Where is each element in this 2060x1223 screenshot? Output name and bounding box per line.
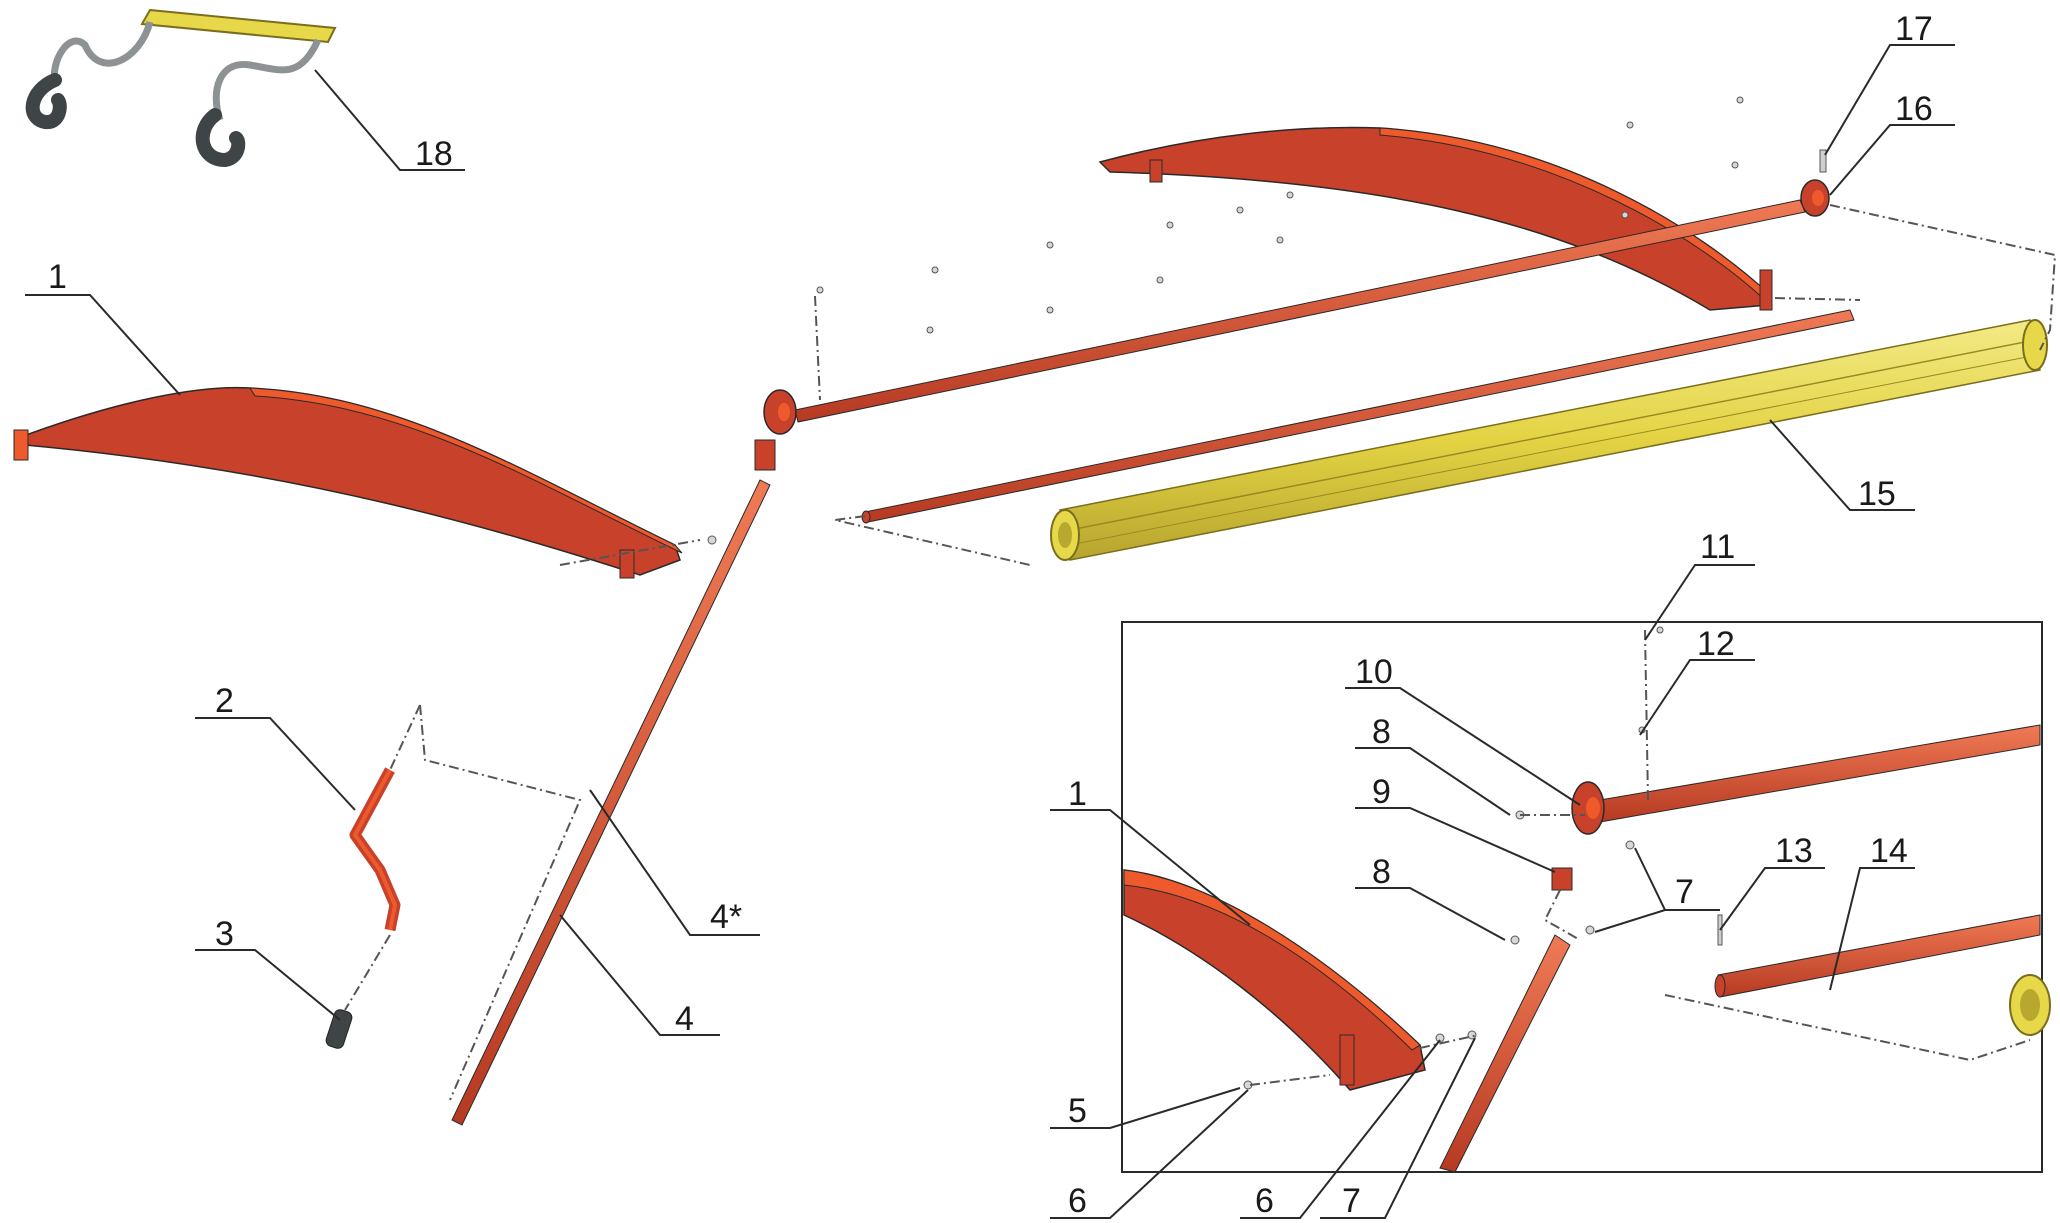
callout-5: 5 [1068,1092,1087,1130]
callout-1-inset: 1 [1068,775,1087,813]
part-18-hook-bracket [25,8,337,168]
rod-lower [861,309,1855,524]
callout-2: 2 [215,682,234,720]
part-17-bolt [1819,149,1827,173]
callout-7-lower: 7 [1342,1182,1361,1220]
part-4-crank-rod [451,439,776,1126]
callout-12: 12 [1697,625,1735,663]
callout-7-upper: 7 [1675,873,1694,911]
callout-1-left: 1 [48,258,67,296]
callout-6-right: 6 [1255,1182,1274,1220]
detail-inset [1121,621,2051,1173]
callout-16: 16 [1895,90,1933,128]
callout-14: 14 [1870,832,1908,870]
rod-upper [794,199,1806,423]
callout-10: 10 [1355,653,1393,691]
callout-labels: 18 17 16 15 1 2 3 4* 4 11 12 10 8 9 8 1 … [48,10,1933,1220]
callout-15: 15 [1858,475,1896,513]
callout-6-left: 6 [1068,1182,1087,1220]
callout-4-star: 4* [710,898,742,936]
callout-4: 4 [675,1000,694,1038]
part-16-end-disc [1800,179,1830,217]
callout-8-top: 8 [1372,713,1391,751]
callout-13: 13 [1775,832,1813,870]
callout-18: 18 [415,135,453,173]
small-hardware-group [816,96,1744,334]
callout-17: 17 [1895,10,1933,48]
callout-underlines [25,44,1955,1219]
part-3-handle-grip [325,1009,353,1049]
part-15-tarp-roller-tube [1050,319,2048,561]
part-1-side-panel-left [13,386,683,579]
part-2-crank-handle [349,767,401,932]
left-end-disc [763,389,797,435]
callout-11: 11 [1700,528,1735,566]
callout-9: 9 [1372,773,1391,811]
callout-8-bottom: 8 [1372,853,1391,891]
callout-3: 3 [215,915,234,953]
part-1-side-panel-right [1098,126,1773,311]
